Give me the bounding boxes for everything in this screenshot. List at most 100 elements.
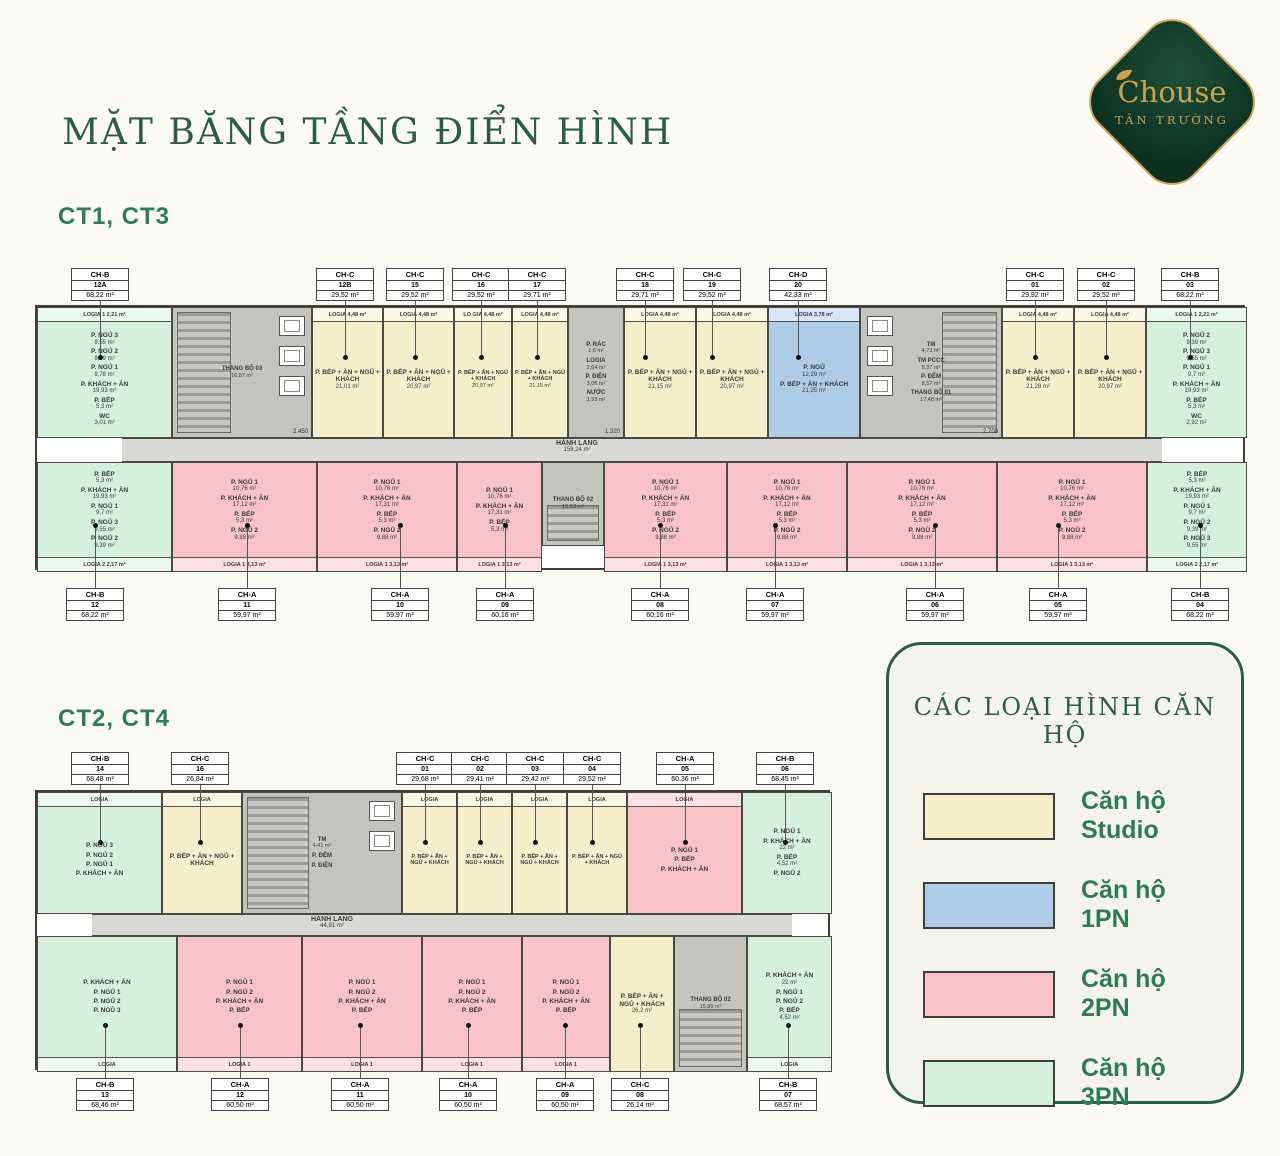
room-area: 5,3 m² (378, 518, 396, 525)
logia-strip: LOGIA 1 3,13 m² (173, 557, 316, 571)
unit-tag-type: CH-B (77, 1079, 133, 1091)
room-name: P. KHÁCH + ĂN (220, 494, 269, 502)
room-name: P. NGỦ 3 (91, 332, 118, 340)
logia-strip: LOGIA (568, 793, 626, 807)
legend-title: CÁC LOẠI HÌNH CĂN HỘ (913, 693, 1217, 749)
logia-strip: LOGIA 1 3,13 m² (848, 557, 996, 571)
tag-dot (658, 523, 663, 528)
room-area: 9,55 m² (1186, 355, 1207, 362)
unit-tag-area: 68,22 m² (81, 612, 109, 619)
tag-dot (933, 523, 938, 528)
logia-strip: LOGIA 4,48 m² (1075, 308, 1145, 322)
unit-tag-type: CH-A (219, 589, 275, 601)
room-area: 10,76 m² (1060, 486, 1084, 493)
tag-dot (245, 523, 250, 528)
unit-tag-type: CH-D (770, 269, 826, 281)
room-area: 12,29 m² (802, 371, 826, 378)
tag-dot (103, 1023, 108, 1028)
corridor-name: HÀNH LANG (311, 916, 353, 923)
tag-dot (535, 355, 540, 360)
room-area: 21,28 m² (1026, 383, 1050, 390)
logia-strip: LOGIA (628, 793, 741, 807)
room-area: 10,76 m² (487, 494, 512, 501)
logia-strip: LOGIA 1 (423, 1057, 521, 1071)
tag-leader-line (1200, 525, 1201, 588)
unit-tag-number: 08 (612, 1091, 668, 1101)
room-name: P. BẾP + ĂN + KHÁCH (779, 380, 849, 388)
room-name: P. NGỦ 2 (552, 988, 580, 996)
unit-tag-area: 60,50 m² (551, 1102, 579, 1109)
tag-dot (503, 523, 508, 528)
tag-dot (1104, 355, 1109, 360)
room-name: P. NGỦ 1 (671, 846, 698, 854)
unit-tag-type: CH-A (212, 1079, 268, 1091)
legend-swatch-pn1 (923, 881, 1055, 929)
dimension-label: 2.700 (982, 429, 998, 435)
stairs-block (247, 797, 310, 909)
tag-dot (786, 1023, 791, 1028)
room-name: P. BẾP (489, 519, 510, 527)
unit-tag-type: CH-A (372, 589, 428, 601)
tag-dot (198, 840, 203, 845)
unit-tag-type: CH-C (1007, 269, 1063, 281)
room-name: P. NGỦ 2 (86, 851, 113, 859)
logia-strip: LOGIA 1 2,21 m² (38, 308, 171, 322)
room-name: P. BẾP + ĂN + NGỦ + KHÁCH (465, 853, 504, 866)
room-area: 10,76 m² (232, 486, 257, 493)
room-area: 19,93 m² (1185, 494, 1209, 501)
tag-dot (796, 355, 801, 360)
core-room-area: 2,64 m² (586, 364, 606, 371)
room-name: P. NGỦ 2 (773, 870, 801, 878)
unit-tag-type: CH-C (684, 269, 740, 281)
room-name: P. BẾP (674, 856, 695, 864)
elevator-icon (867, 346, 893, 366)
logia-strip: LOGIA 1 3,13 m² (318, 557, 456, 571)
room-area: 19,93 m² (1184, 387, 1209, 394)
tag-leader-line (105, 1025, 106, 1078)
room-area: 9,88 m² (234, 534, 255, 541)
room-name: P. BẾP (351, 1007, 373, 1015)
room-area: 17,31 m² (653, 502, 678, 509)
unit-tag-number: 03 (1162, 281, 1218, 291)
unit-tag-area: 60,50 m² (454, 1102, 482, 1109)
room-name: P. BẾP + ĂN + NGỦ + KHÁCH (627, 368, 693, 384)
room-name: P. BẾP (655, 511, 676, 518)
stairs-block (177, 312, 232, 433)
logia-strip: LOGIA 1 3,13 m² (458, 557, 541, 571)
dimension-label: 2.450 (292, 429, 308, 435)
unit-tag-number: 14 (72, 765, 128, 775)
room-area: 5,3 m² (1187, 404, 1205, 411)
unit-tag-area: 68,57 m² (774, 1102, 802, 1109)
unit-tag-number: 05 (1030, 601, 1086, 611)
room-name: P. NGỦ 2 (91, 535, 118, 543)
corridor-ct24 (92, 914, 792, 936)
logia-strip: LOGIA (38, 793, 161, 807)
room-name: P. BẾP (1061, 511, 1083, 518)
unit-tag-number: 06 (907, 601, 963, 611)
tag-dot (1033, 355, 1038, 360)
tag-leader-line (537, 301, 538, 357)
room-area: 9,39 m² (94, 542, 115, 549)
tag-leader-line (95, 525, 96, 588)
unit-tag-area: 29,52 m² (401, 292, 429, 299)
